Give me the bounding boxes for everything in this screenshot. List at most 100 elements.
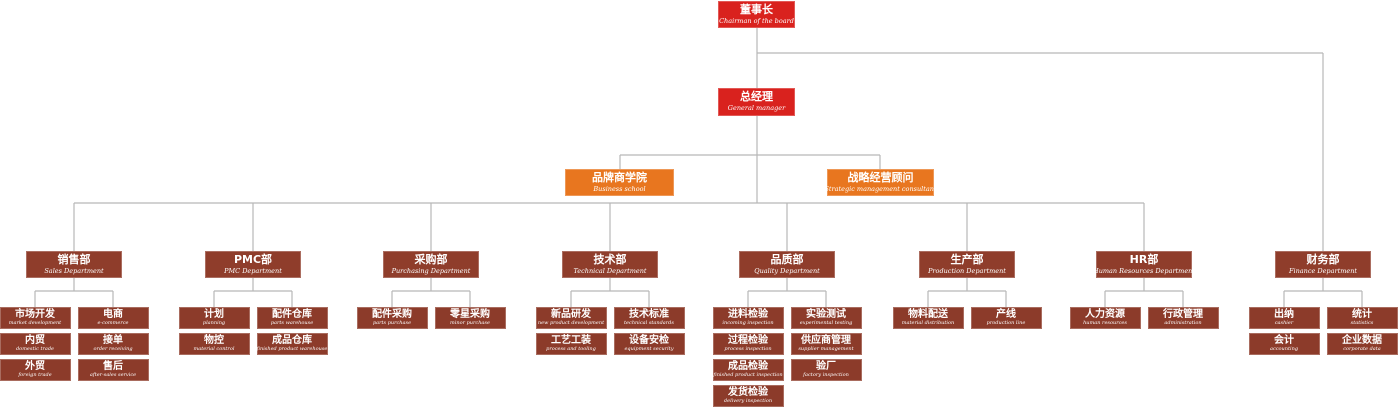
- sub-box-7-1-title: 统计: [1352, 309, 1372, 321]
- sub-box-4-5-title: 验厂: [816, 361, 836, 373]
- sub-box-6-1-title: 行政管理: [1163, 309, 1203, 321]
- business-school-box-subtitle: Business school: [593, 184, 646, 193]
- sub-box-4-0-title: 进料检验: [728, 309, 768, 321]
- sub-box-0-3-subtitle: order receiving: [93, 346, 133, 353]
- sub-box-7-3-title: 企业数据: [1342, 335, 1382, 347]
- sub-box-0-4-title: 外贸: [25, 361, 45, 373]
- dept-box-2-title: 采购部: [414, 252, 448, 266]
- dept-box-4-title: 品质部: [770, 252, 804, 266]
- dept-box-6-title: HR部: [1129, 252, 1159, 266]
- sub-box-1-1-title: 配件仓库: [272, 309, 312, 321]
- sub-box-3-1-title: 技术标准: [629, 309, 669, 321]
- sub-box-1-0-subtitle: planning: [202, 320, 226, 327]
- sub-box-3-0-subtitle: new product development: [537, 320, 605, 327]
- sub-box-1-2-title: 物控: [204, 335, 224, 347]
- sub-box-3-0-title: 新品研发: [551, 309, 591, 321]
- sub-box-3-3-title: 设备安检: [629, 335, 669, 347]
- sub-box-5-1-title: 产线: [996, 309, 1016, 321]
- dept-box-1-subtitle: PMC Department: [224, 266, 282, 275]
- sub-box-0-3-title: 接单: [103, 335, 123, 347]
- sub-box-4-5-subtitle: factory inspection: [803, 372, 849, 379]
- sub-box-0-0-title: 市场开发: [15, 309, 55, 321]
- sub-box-1-3-subtitle: finished product warehouse: [256, 346, 328, 353]
- sub-box-2-1-subtitle: minor purchase: [450, 320, 490, 327]
- sub-box-4-0-subtitle: incoming inspection: [722, 320, 774, 327]
- chairman-box-title: 董事长: [740, 2, 773, 16]
- sub-box-0-2-subtitle: domestic trade: [15, 346, 54, 353]
- sub-box-2-0-title: 配件采购: [372, 309, 412, 321]
- dept-box-3-subtitle: Technical Department: [573, 266, 647, 275]
- sub-box-6-1-subtitle: administration: [1164, 320, 1202, 327]
- sub-box-0-1-subtitle: e-commerce: [97, 320, 129, 327]
- sub-box-4-2-title: 过程检验: [728, 335, 768, 347]
- sub-box-3-2-subtitle: process and tooling: [546, 346, 596, 353]
- dept-box-6-subtitle: Human Resources Department: [1093, 266, 1195, 275]
- sub-box-4-3-title: 供应商管理: [801, 335, 851, 347]
- dept-box-1-title: PMC部: [233, 252, 273, 266]
- dept-box-0-title: 销售部: [57, 252, 91, 266]
- general-manager-box-subtitle: General manager: [727, 104, 786, 113]
- chairman-box-subtitle: Chairman of the board: [719, 16, 794, 25]
- sub-box-1-2-subtitle: material control: [193, 346, 235, 353]
- sub-box-4-2-subtitle: process inspection: [724, 346, 772, 353]
- sub-box-3-3-subtitle: equipment security: [624, 346, 674, 353]
- dept-box-5-title: 生产部: [950, 252, 984, 266]
- sub-box-2-0-subtitle: parts purchase: [372, 320, 412, 327]
- sub-box-7-1-subtitle: statistics: [1350, 320, 1374, 327]
- dept-box-4-subtitle: Quality Department: [754, 266, 820, 275]
- sub-box-0-5-title: 售后: [103, 361, 123, 373]
- sub-box-0-4-subtitle: foreign trade: [18, 372, 52, 379]
- dept-box-5-subtitle: Production Department: [928, 266, 1006, 275]
- general-manager-box-title: 总经理: [740, 90, 773, 104]
- sub-box-4-3-subtitle: supplier management: [798, 346, 854, 353]
- dept-box-7-title: 财务部: [1306, 252, 1340, 266]
- sub-box-4-1-subtitle: experimental testing: [799, 320, 853, 327]
- sub-box-0-1-title: 电商: [103, 309, 123, 321]
- sub-box-4-6-subtitle: delivery inspection: [723, 398, 773, 405]
- sub-box-1-3-title: 成品仓库: [272, 335, 312, 347]
- sub-box-7-0-subtitle: cashier: [1274, 320, 1294, 327]
- strategy-consultant-box-subtitle: Strategic management consultant: [824, 184, 937, 193]
- sub-box-7-3-subtitle: corporate data: [1343, 346, 1381, 353]
- sub-box-3-2-title: 工艺工装: [551, 335, 591, 347]
- sub-box-5-1-subtitle: production line: [986, 320, 1026, 327]
- sub-box-4-4-title: 成品检验: [728, 361, 768, 373]
- strategy-consultant-box-title: 战略经营顾问: [847, 170, 914, 184]
- sub-box-4-6-title: 发货检验: [728, 387, 768, 399]
- dept-box-0-subtitle: Sales Department: [44, 266, 104, 275]
